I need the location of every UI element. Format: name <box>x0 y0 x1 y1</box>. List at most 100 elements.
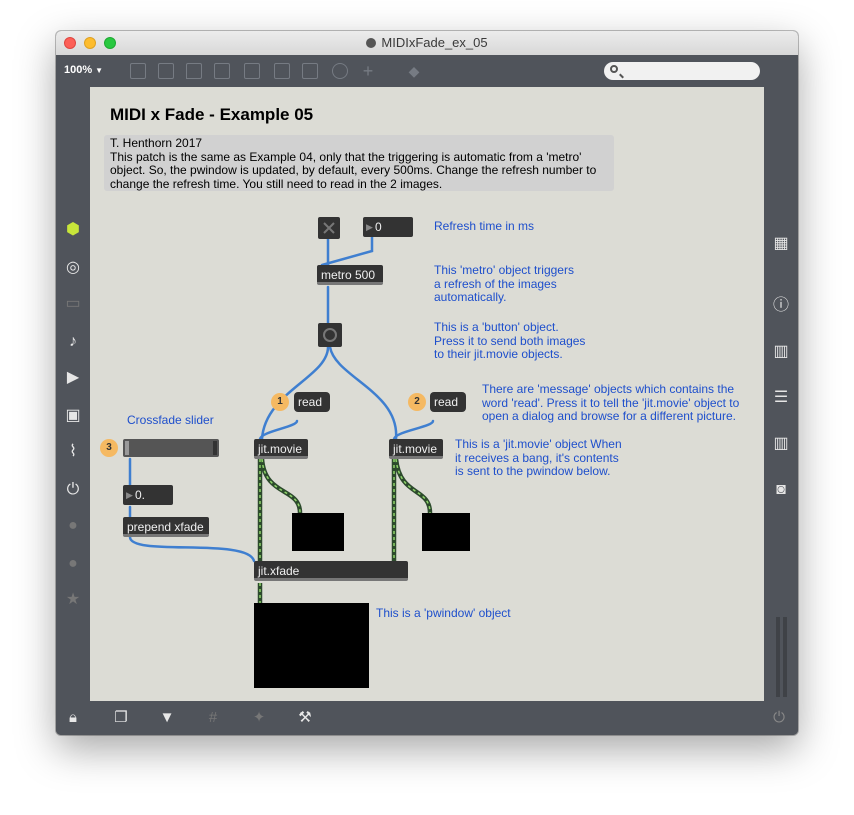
dial-object-icon[interactable] <box>332 63 348 79</box>
patch-cords <box>128 235 435 603</box>
jitmovie-comment: This is a 'jit.movie' object When it rec… <box>455 437 622 479</box>
crossfade-number-box[interactable]: ▶ 0. <box>123 485 173 505</box>
jit-movie-object-2[interactable]: jit.movie <box>389 439 443 459</box>
image-icon[interactable]: ▣ <box>65 407 81 424</box>
refresh-number-box[interactable]: ▶ 0 <box>363 217 413 237</box>
new-comment-icon[interactable] <box>186 63 202 79</box>
metro-object[interactable]: metro 500 <box>317 265 383 285</box>
book-icon[interactable]: ▥ <box>773 343 789 360</box>
new-object-icon[interactable] <box>130 63 146 79</box>
cord-read2-movie2 <box>392 419 435 441</box>
read-message-1[interactable]: read <box>294 392 330 412</box>
grid-snap-icon[interactable]: # <box>208 709 218 726</box>
step-badge-3: 3 <box>100 439 118 457</box>
close-window-button[interactable] <box>64 37 76 49</box>
number-object-icon[interactable] <box>274 63 290 79</box>
zoom-window-button[interactable] <box>104 37 116 49</box>
jitmovie-comment-line: This is a 'jit.movie' object When <box>455 437 622 451</box>
paint-bucket-icon[interactable]: ◆ <box>408 63 420 79</box>
star-icon[interactable]: ★ <box>65 591 81 608</box>
preview-pwindow-2[interactable] <box>422 513 470 551</box>
refresh-comment: Refresh time in ms <box>434 219 535 233</box>
prepend-object[interactable]: prepend xfade <box>123 517 209 537</box>
cord-button-movie2 <box>328 345 398 441</box>
level-meter-right <box>783 617 787 697</box>
toggle-x-icon <box>323 222 335 234</box>
prepend-label: prepend xfade <box>127 520 204 534</box>
cube-icon[interactable]: ⬢ <box>66 221 80 238</box>
media-play-icon[interactable]: ▶ <box>66 369 80 386</box>
message-comment-line: word 'read'. Press it to tell the 'jit.m… <box>482 395 740 410</box>
cord-button-movie1 <box>260 345 330 441</box>
toolbar: 100%▼ + ◆ <box>56 55 798 87</box>
message-comment: There are 'message' objects which contai… <box>482 382 740 424</box>
chevron-down-icon: ▼ <box>95 66 104 75</box>
bottom-toolbar: 🔒︎ ❐ ▼ # ✦ ⚒ ⏻ <box>56 701 798 735</box>
metro-comment-line: a refresh of the images <box>434 276 557 291</box>
camera-icon[interactable]: ◙ <box>776 481 786 498</box>
jit-xfade-label: jit.xfade <box>258 564 300 578</box>
presentation-icon[interactable]: ▼ <box>159 709 175 726</box>
button-comment-line: to their jit.movie objects. <box>434 347 563 361</box>
reference-icon[interactable]: ▥ <box>773 435 789 452</box>
main-pwindow[interactable] <box>254 603 369 688</box>
slider-object-icon[interactable] <box>302 63 318 79</box>
music-note-icon[interactable]: ♪ <box>69 333 77 350</box>
add-object-icon[interactable]: + <box>362 61 374 81</box>
window-title: MIDIxFade_ex_05 <box>56 35 798 50</box>
zoom-menu[interactable]: 100%▼ <box>64 64 103 76</box>
button-comment-line: This is a 'button' object. <box>434 320 559 334</box>
title-bar: MIDIxFade_ex_05 <box>56 31 798 56</box>
step-badge-2: 2 <box>408 393 426 411</box>
toggle-object[interactable] <box>318 217 340 239</box>
debug-icon[interactable]: ✦ <box>252 709 266 726</box>
button-object-icon[interactable] <box>244 63 260 79</box>
slider-knob[interactable] <box>125 441 129 455</box>
number-triangle-icon: ▶ <box>126 490 133 500</box>
lock-icon[interactable]: 🔒︎ <box>69 709 77 726</box>
search-field[interactable] <box>604 62 760 80</box>
paperclip-icon[interactable]: ⌇ <box>69 443 77 460</box>
intro-line: T. Henthorn 2017 <box>110 136 203 150</box>
intro-comment: T. Henthorn 2017 This patch is the same … <box>104 135 614 191</box>
jit-movie-object-1[interactable]: jit.movie <box>254 439 308 459</box>
patcher-canvas[interactable]: MIDI x Fade - Example 05 T. Henthorn 201… <box>90 87 764 701</box>
preview-pwindow-1[interactable] <box>292 513 344 551</box>
metro-comment-line: This 'metro' object triggers <box>434 263 574 277</box>
minimize-window-button[interactable] <box>84 37 96 49</box>
intro-line: object. So, the pwindow is updated, by d… <box>110 163 597 177</box>
right-sidebar: ▦ ⓘ ▥ ☰ ▥ ◙ <box>764 87 798 701</box>
jit-movie-label: jit.movie <box>258 442 303 456</box>
read-message-2[interactable]: read <box>430 392 466 412</box>
grid-icon[interactable]: ▦ <box>773 235 789 252</box>
window-title-text: MIDIxFade_ex_05 <box>381 35 488 50</box>
zoom-level: 100% <box>64 64 93 76</box>
plug-icon[interactable]: ⏻ <box>66 481 80 498</box>
crossfade-comment: Crossfade slider <box>127 413 214 427</box>
jit-movie-label: jit.movie <box>393 442 438 456</box>
bang-button-object[interactable] <box>318 323 342 347</box>
button-comment: This is a 'button' object. Press it to s… <box>434 320 586 362</box>
film-icon[interactable]: ▭ <box>65 295 81 312</box>
message-comment-line: There are 'message' objects which contai… <box>482 382 735 396</box>
target-icon[interactable]: ◎ <box>66 259 80 276</box>
button-comment-line: Press it to send both images <box>434 333 586 348</box>
wrench-icon[interactable]: ⚒ <box>298 709 312 726</box>
document-icon <box>366 38 377 48</box>
list-icon[interactable]: ☰ <box>773 389 789 406</box>
bang-circle-icon <box>323 328 337 342</box>
info-icon[interactable]: ⓘ <box>772 297 789 314</box>
vizzie-icon[interactable]: ● <box>68 517 78 534</box>
crossfade-slider[interactable] <box>123 439 219 457</box>
toggle-object-icon[interactable] <box>214 63 230 79</box>
windows-icon[interactable]: ❐ <box>114 709 128 726</box>
read-message-label: read <box>298 395 323 409</box>
metro-comment-line: automatically. <box>434 290 507 304</box>
jit-xfade-object[interactable]: jit.xfade <box>254 561 408 581</box>
power-icon[interactable]: ⏻ <box>773 709 785 726</box>
slider-end <box>213 441 217 455</box>
level-meter-left <box>776 617 780 697</box>
new-message-icon[interactable] <box>158 63 174 79</box>
jitmovie-comment-line: it receives a bang, it's contents <box>455 450 619 465</box>
beap-icon[interactable]: ● <box>68 555 78 572</box>
